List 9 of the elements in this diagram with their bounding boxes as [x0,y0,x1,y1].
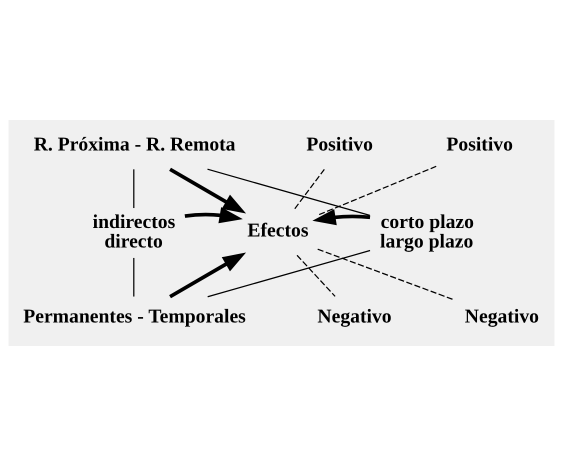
node-text: Positivo [446,132,513,155]
node-text: R. Próxima - R. Remota [34,132,236,155]
node-text: indirectos directo [92,210,176,252]
node-text: Positivo [306,132,373,155]
node-text: Negativo [317,304,392,327]
node-text: corto plazo largo plazo [380,210,474,252]
node-text: Permanentes - Temporales [23,304,246,327]
node-text: Efectos [247,218,309,241]
node-text: Negativo [464,304,540,327]
